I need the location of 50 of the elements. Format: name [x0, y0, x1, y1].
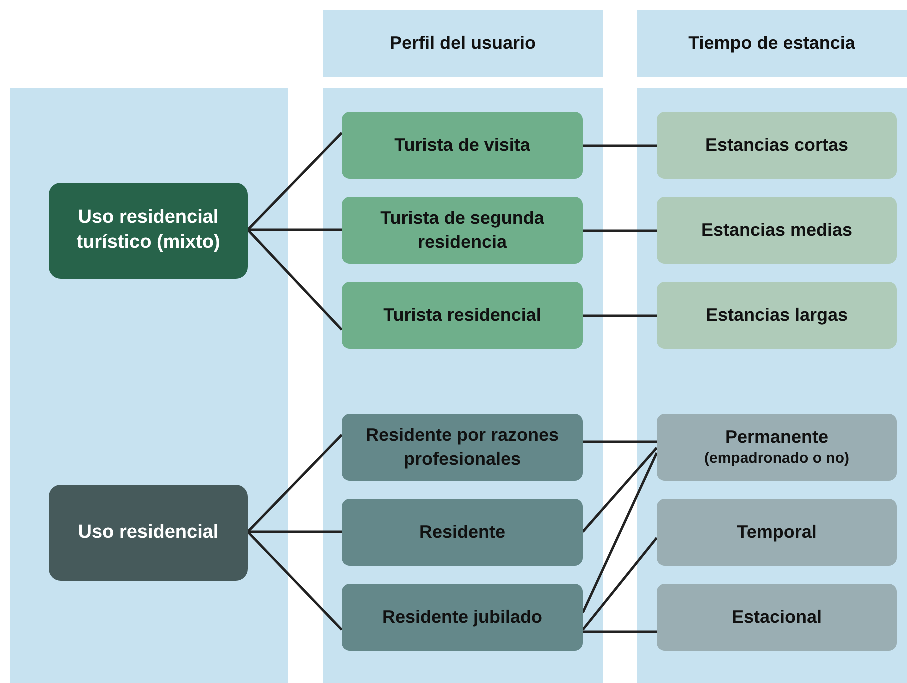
profile-box: [342, 414, 583, 481]
box-sublabel: (empadronado o no): [704, 449, 850, 469]
column-band: [10, 88, 288, 683]
box-label: Temporal: [737, 520, 817, 544]
box-label: Residente jubilado: [382, 606, 543, 629]
box-label: Estancias cortas: [705, 134, 849, 157]
box-label: Residente por razones profesionales: [364, 424, 560, 471]
profile-box: [342, 499, 583, 566]
box-label: Tiempo de estancia: [688, 32, 856, 55]
duration-box: [657, 499, 897, 566]
connector-line: [247, 229, 343, 331]
category-box: [49, 485, 248, 581]
connector-line: [583, 440, 657, 444]
duration-box: [657, 197, 897, 264]
box-label: Permanente: [725, 426, 829, 450]
connector-line: [583, 144, 657, 148]
box-label: Turista residencial: [384, 304, 542, 327]
duration-box: [657, 414, 897, 481]
connector-line: [582, 447, 658, 533]
profile-box: [342, 584, 583, 651]
column-header: [323, 10, 603, 77]
connector-line: [582, 452, 658, 614]
connector-line: [582, 537, 658, 631]
column-band: [637, 88, 907, 683]
box-label: Uso residencial: [78, 520, 219, 545]
profile-box: [342, 112, 583, 179]
profile-box: [342, 197, 583, 264]
connector-line: [247, 531, 343, 631]
box-label: Perfil del usuario: [390, 32, 536, 55]
box-label: Uso residencial turístico (mixto): [76, 206, 222, 255]
column-band: [323, 88, 603, 683]
connector-line: [247, 434, 343, 533]
connector-line: [583, 314, 657, 318]
duration-box: [657, 112, 897, 179]
duration-box: [657, 282, 897, 349]
connector-line: [248, 530, 342, 534]
column-header: [637, 10, 907, 77]
duration-box: [657, 584, 897, 651]
box-label: Estacional: [732, 606, 822, 629]
profile-box: [342, 282, 583, 349]
box-label: Turista de segunda residencia: [380, 207, 546, 254]
category-box: [49, 183, 248, 279]
box-label: Turista de visita: [394, 134, 530, 157]
connector-line: [247, 132, 343, 231]
box-label: Estancias largas: [706, 304, 848, 327]
box-label: Estancias medias: [701, 218, 853, 242]
box-label: Residente: [419, 520, 506, 544]
connector-line: [248, 228, 342, 232]
connector-line: [583, 630, 657, 634]
connector-line: [583, 230, 657, 232]
